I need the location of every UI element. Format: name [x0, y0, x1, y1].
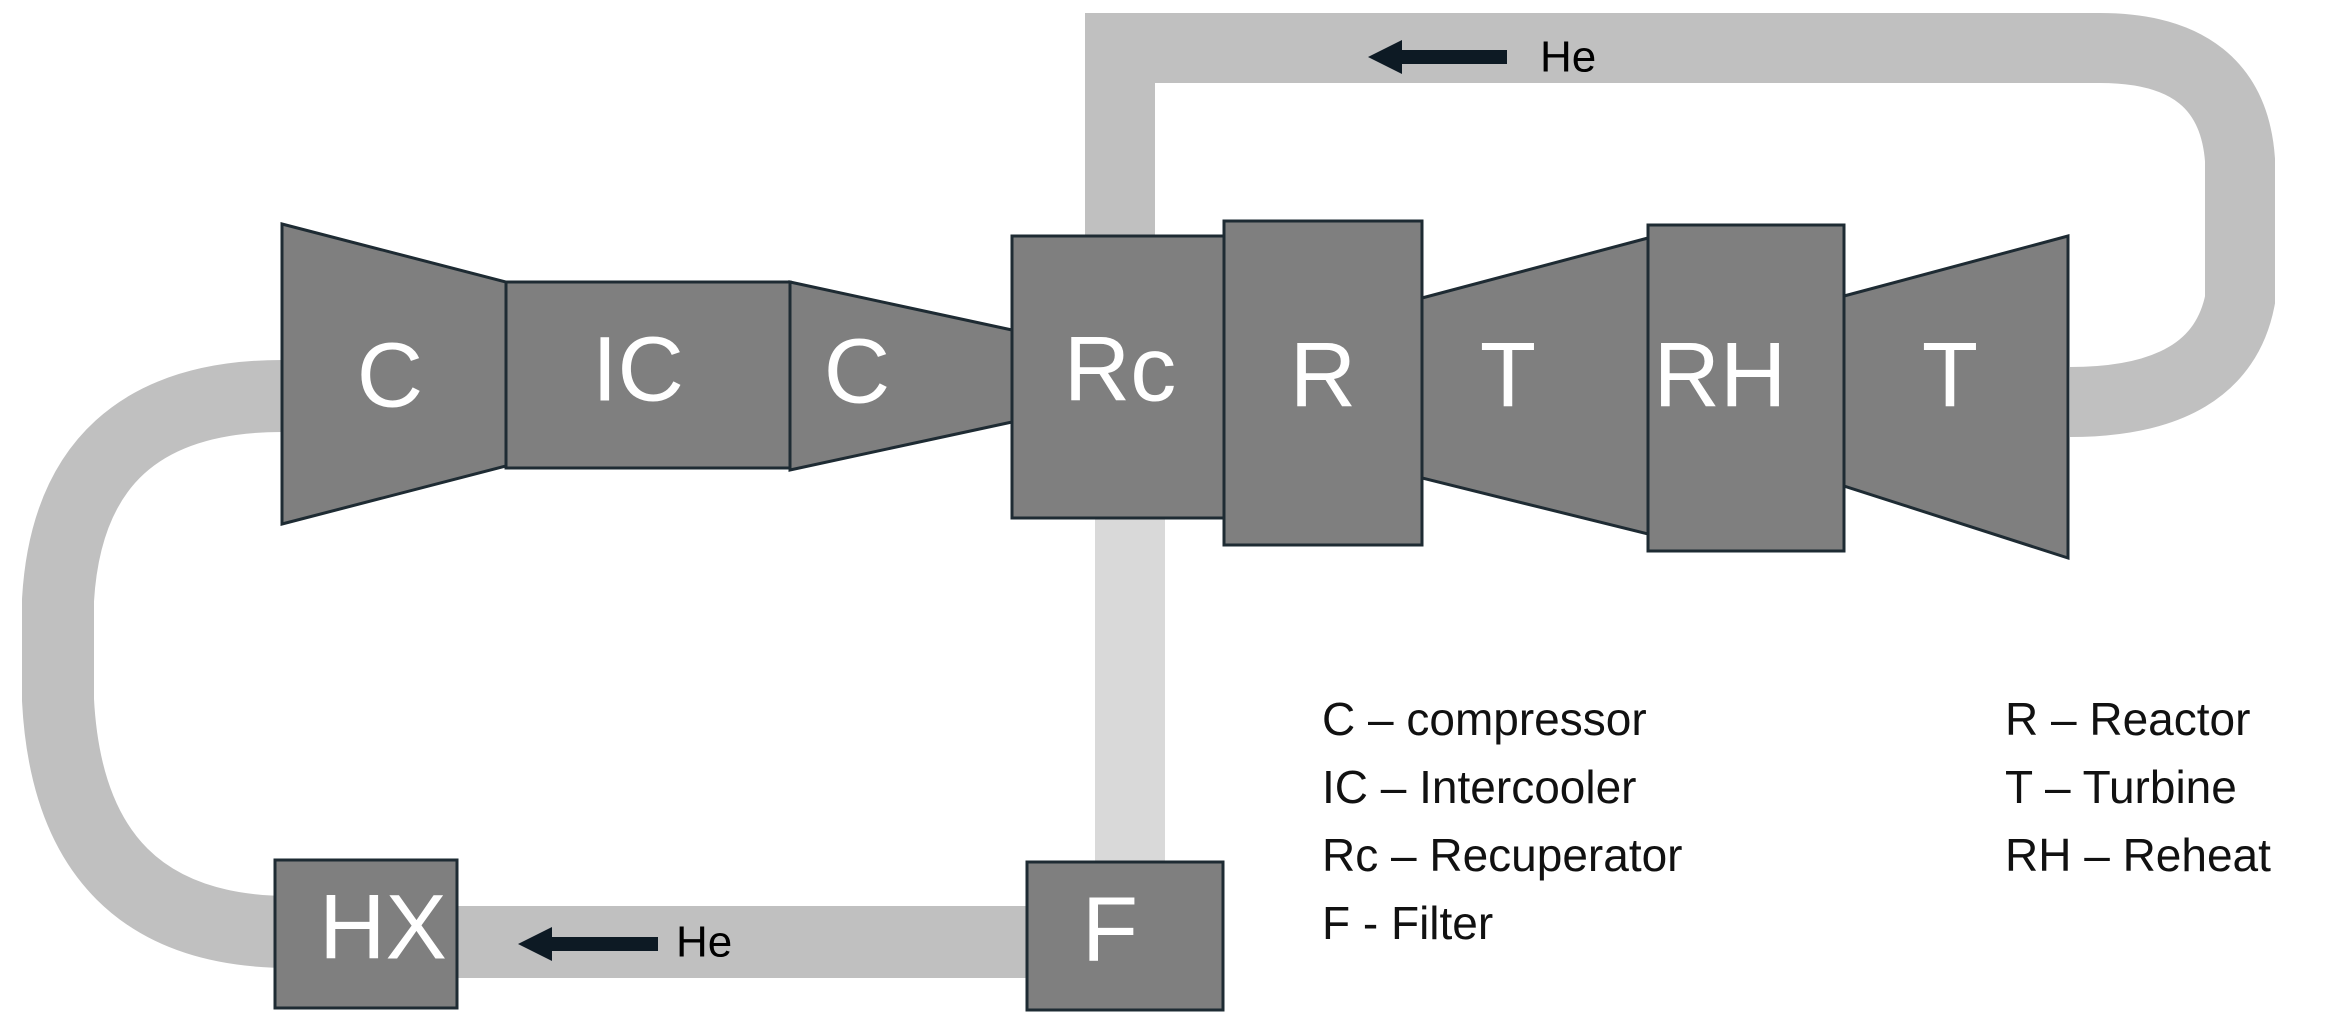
recuperator-block: Rc [1010, 234, 1226, 520]
legend-item: Rc – Recuperator [1322, 829, 1683, 881]
turbine-high-label: T [1480, 324, 1536, 426]
reactor-label: R [1290, 324, 1356, 426]
reheat-label: RH [1654, 324, 1787, 426]
intercooler-label: IC [592, 318, 684, 420]
pipe-left-loop [22, 360, 291, 968]
reheat-block: RH [1646, 223, 1846, 553]
heat-exchanger-block: HX [273, 858, 459, 1010]
filter-label: F [1082, 878, 1138, 980]
flow-label-bottom: He [676, 918, 732, 967]
legend-item: F - Filter [1322, 897, 1494, 949]
recuperator-label: Rc [1064, 318, 1176, 420]
intercooler-block: IC [504, 280, 792, 470]
reactor-block: R [1222, 219, 1424, 547]
legend-item: R – Reactor [2005, 693, 2251, 745]
flow-label-top: He [1540, 33, 1596, 82]
compressor-low-label: C [357, 324, 423, 426]
arrow-left-top-icon [1368, 40, 1507, 74]
legend-item: C – compressor [1322, 693, 1647, 745]
legend-right: R – Reactor T – Turbine RH – Reheat [2005, 685, 2271, 889]
compressor-low-block: C [280, 222, 508, 526]
turbine-low-block: T [1842, 234, 2070, 561]
turbine-low-label: T [1922, 324, 1978, 426]
legend-item: RH – Reheat [2005, 829, 2271, 881]
compressor-high-label: C [824, 320, 890, 422]
pipe-turbine-return-loop [1085, 13, 2275, 437]
legend-item: T – Turbine [2005, 761, 2237, 813]
heat-exchanger-label: HX [319, 876, 447, 978]
legend-item: IC – Intercooler [1322, 761, 1637, 813]
compressor-high-block: C [788, 280, 1014, 472]
arrow-left-bottom-icon [518, 927, 658, 961]
turbine-high-block: T [1420, 236, 1650, 536]
legend-left: C – compressor IC – Intercooler Rc – Rec… [1322, 685, 1683, 957]
filter-block: F [1025, 860, 1225, 1012]
